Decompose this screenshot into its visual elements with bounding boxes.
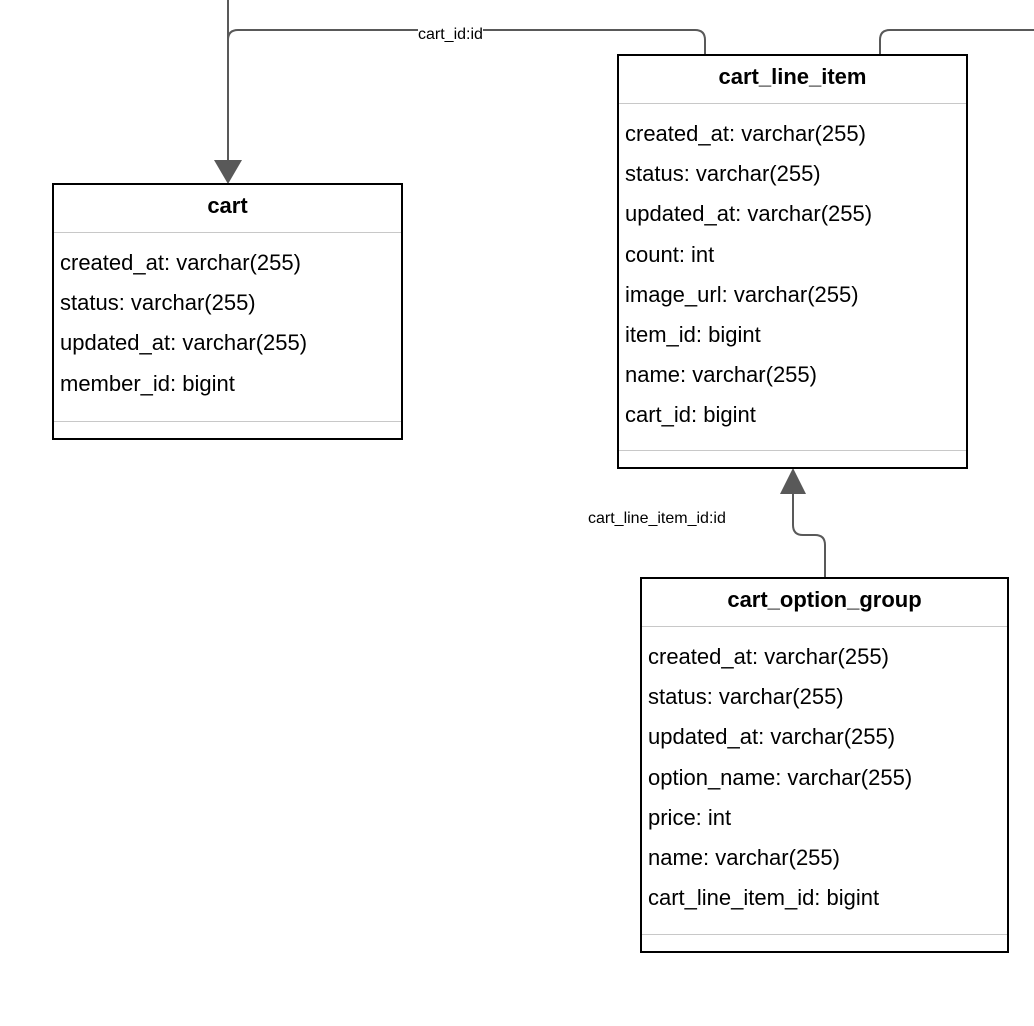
entity-title: cart_line_item	[619, 56, 966, 104]
field-row: status: varchar(255)	[625, 161, 821, 187]
field-row: cart_line_item_id: bigint	[648, 885, 880, 911]
field-row: created_at: varchar(255)	[625, 121, 866, 146]
field-row: status: varchar(255)	[60, 290, 256, 316]
field-row: status: varchar(255)	[648, 684, 844, 710]
field-list: created_at: varchar(255) status: varchar…	[619, 104, 966, 436]
entity-footer	[54, 421, 401, 438]
entity-cart-option-group[interactable]: cart_option_group created_at: varchar(25…	[640, 577, 1009, 953]
field-row: updated_at: varchar(255)	[648, 724, 896, 750]
connector-cart-line-item-id	[792, 492, 826, 578]
field-row: name: varchar(255)	[625, 362, 817, 388]
arrowhead-to-cart-line-item	[780, 468, 806, 494]
field-row: created_at: varchar(255)	[60, 250, 301, 275]
relationship-label-cart-id: cart_id:id	[418, 26, 483, 44]
entity-title: cart	[54, 185, 401, 233]
field-row: option_name: varchar(255)	[648, 764, 913, 790]
entity-footer	[642, 934, 1007, 951]
field-row: item_id: bigint	[625, 321, 761, 347]
field-row: price: int	[648, 804, 732, 830]
entity-title: cart_option_group	[642, 579, 1007, 627]
entity-footer	[619, 450, 966, 467]
field-list: created_at: varchar(255) status: varchar…	[642, 627, 1007, 918]
entity-cart-line-item[interactable]: cart_line_item created_at: varchar(255) …	[617, 54, 968, 469]
arrowhead-to-cart	[214, 160, 242, 184]
entity-cart[interactable]: cart created_at: varchar(255) status: va…	[52, 183, 403, 440]
field-row: created_at: varchar(255)	[648, 644, 889, 669]
relationship-label-cart-line-item-id: cart_line_item_id:id	[588, 510, 726, 528]
connector-right-outgoing	[879, 29, 1034, 54]
field-row: updated_at: varchar(255)	[625, 201, 873, 227]
field-row: name: varchar(255)	[648, 844, 840, 870]
field-row: updated_at: varchar(255)	[60, 330, 308, 356]
field-row: member_id: bigint	[60, 370, 235, 396]
field-list: created_at: varchar(255) status: varchar…	[54, 233, 401, 404]
field-row: count: int	[625, 241, 715, 267]
field-row: image_url: varchar(255)	[625, 281, 859, 307]
field-row: cart_id: bigint	[625, 402, 756, 428]
